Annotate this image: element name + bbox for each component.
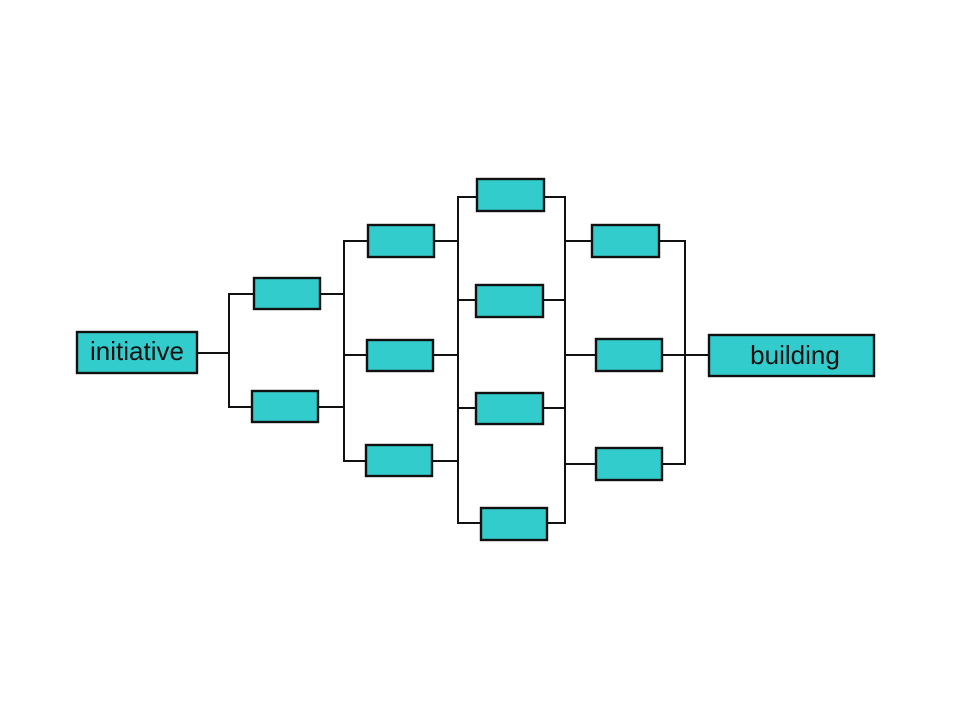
- empty-box: [365, 338, 435, 373]
- column-1: [250, 276, 322, 424]
- start-box: [75, 330, 199, 375]
- empty-box: [474, 391, 545, 426]
- empty-box: [366, 223, 436, 259]
- column-4: [590, 223, 664, 482]
- empty-box: [590, 223, 661, 259]
- end-node: building: [707, 333, 876, 378]
- column-3: [474, 177, 549, 542]
- empty-box: [594, 446, 664, 482]
- end-label: building: [750, 340, 840, 370]
- column-2: [364, 223, 436, 478]
- start-node: initiative: [75, 330, 199, 375]
- start-label: initiative: [90, 336, 184, 366]
- empty-box: [252, 276, 322, 311]
- empty-box: [594, 337, 664, 373]
- empty-box: [474, 283, 545, 319]
- empty-box: [364, 443, 434, 478]
- empty-box: [475, 177, 546, 213]
- empty-box: [479, 506, 549, 542]
- end-box: [707, 333, 876, 378]
- connector-lines: [196, 196, 710, 524]
- empty-box: [250, 389, 320, 424]
